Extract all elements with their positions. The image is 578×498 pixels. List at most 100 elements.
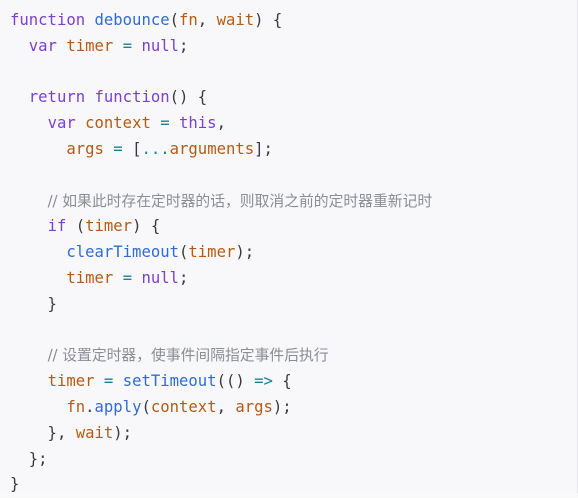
code-token: (() <box>216 372 255 391</box>
code-token: } <box>10 294 57 313</box>
code-token: = <box>160 114 170 133</box>
code-token: function <box>94 88 170 107</box>
code-token: ... <box>141 139 170 158</box>
code-line: timer = setTimeout(() => { <box>10 369 432 395</box>
code-token: ( <box>141 397 151 416</box>
code-line: } <box>10 292 432 318</box>
code-token: var <box>47 114 76 133</box>
code-token: context <box>85 114 151 133</box>
code-token: var <box>28 36 57 55</box>
code-token: = <box>122 36 133 55</box>
code-token <box>113 372 122 390</box>
code-token: () { <box>169 88 208 107</box>
code-token <box>10 192 48 210</box>
code-token: = <box>113 139 123 158</box>
code-line: args = [...arguments]; <box>10 137 432 163</box>
code-token: context <box>150 397 217 416</box>
code-token <box>85 88 94 106</box>
code-token: timer <box>66 268 114 287</box>
code-token: ; <box>179 36 189 55</box>
code-token: . <box>85 397 95 416</box>
code-token: fn <box>66 397 86 416</box>
code-line: fn.apply(context, args); <box>10 395 432 421</box>
code-token <box>95 372 104 390</box>
code-token <box>10 243 66 261</box>
code-token <box>10 398 66 416</box>
code-token: timer <box>47 372 95 391</box>
code-line: // 如果此时存在定时器的话，则取消之前的定时器重新记时 <box>10 189 433 215</box>
code-token: ); <box>235 243 255 262</box>
code-line: if (timer) { <box>10 214 432 240</box>
code-token <box>57 37 66 55</box>
code-line <box>10 163 432 189</box>
code-token <box>10 37 29 55</box>
code-token: ); <box>113 423 133 442</box>
code-token <box>151 114 160 132</box>
code-token <box>10 372 48 390</box>
code-lines: function debounce(fn, wait) { var timer … <box>10 8 432 498</box>
code-line: var timer = null; <box>10 34 432 60</box>
code-token: null <box>141 36 180 55</box>
code-token <box>170 114 179 132</box>
code-token: , <box>197 11 217 29</box>
code-token: apply <box>94 397 142 416</box>
code-line: clearTimeout(timer); <box>10 240 432 266</box>
code-token: ]; <box>254 139 273 158</box>
code-line: function debounce(fn, wait) { <box>10 8 432 34</box>
code-token: timer <box>66 36 114 55</box>
code-token <box>10 346 48 364</box>
code-token: , <box>216 397 236 416</box>
code-token: ); <box>272 397 292 416</box>
code-token: ( <box>169 11 179 29</box>
code-token: setTimeout <box>122 372 217 391</box>
code-line: // 设置定时器，使事件间隔指定事件后执行 <box>10 343 432 369</box>
code-token: args <box>235 397 273 416</box>
code-token: timer <box>85 217 133 236</box>
code-token: = <box>122 268 133 287</box>
code-token: ( <box>179 243 189 262</box>
code-token <box>10 269 66 287</box>
code-token <box>113 37 122 55</box>
code-token: ) { <box>254 11 283 29</box>
code-line: } <box>10 472 432 498</box>
code-token: null <box>141 268 180 287</box>
code-token <box>10 88 29 106</box>
code-token: { <box>272 372 292 391</box>
code-token: fn <box>179 11 198 29</box>
code-token: clearTimeout <box>66 243 180 262</box>
code-token: arguments <box>169 139 255 158</box>
code-token: ) { <box>132 217 161 236</box>
code-token: ( <box>66 217 86 236</box>
code-line <box>10 318 432 344</box>
code-token: } <box>10 475 20 494</box>
code-token: args <box>66 139 104 158</box>
code-token <box>10 114 48 132</box>
code-token: , <box>216 114 226 133</box>
code-token: wait <box>75 423 114 442</box>
code-token: this <box>179 114 217 133</box>
code-token: if <box>47 217 67 236</box>
code-token: wait <box>216 11 255 29</box>
code-line: }; <box>10 447 432 473</box>
code-token <box>10 217 48 235</box>
code-token: timer <box>188 243 236 262</box>
code-token: => <box>254 372 273 391</box>
code-line: return function() { <box>10 85 432 111</box>
code-line: var context = this, <box>10 111 432 137</box>
code-token <box>10 140 66 158</box>
code-line <box>10 60 432 86</box>
code-token: }, <box>10 423 76 442</box>
code-token: = <box>103 372 114 391</box>
code-token <box>76 114 85 132</box>
code-token <box>113 269 122 287</box>
code-token: debounce <box>94 11 170 29</box>
code-token: [ <box>122 139 142 158</box>
code-comment: // 如果此时存在定时器的话，则取消之前的定时器重新记时 <box>47 192 433 210</box>
code-token <box>85 11 94 29</box>
code-token: function <box>10 11 86 29</box>
code-token: }; <box>10 449 48 468</box>
code-comment: // 设置定时器，使事件间隔指定事件后执行 <box>47 347 329 365</box>
code-token <box>104 140 113 158</box>
code-token: return <box>28 88 86 107</box>
